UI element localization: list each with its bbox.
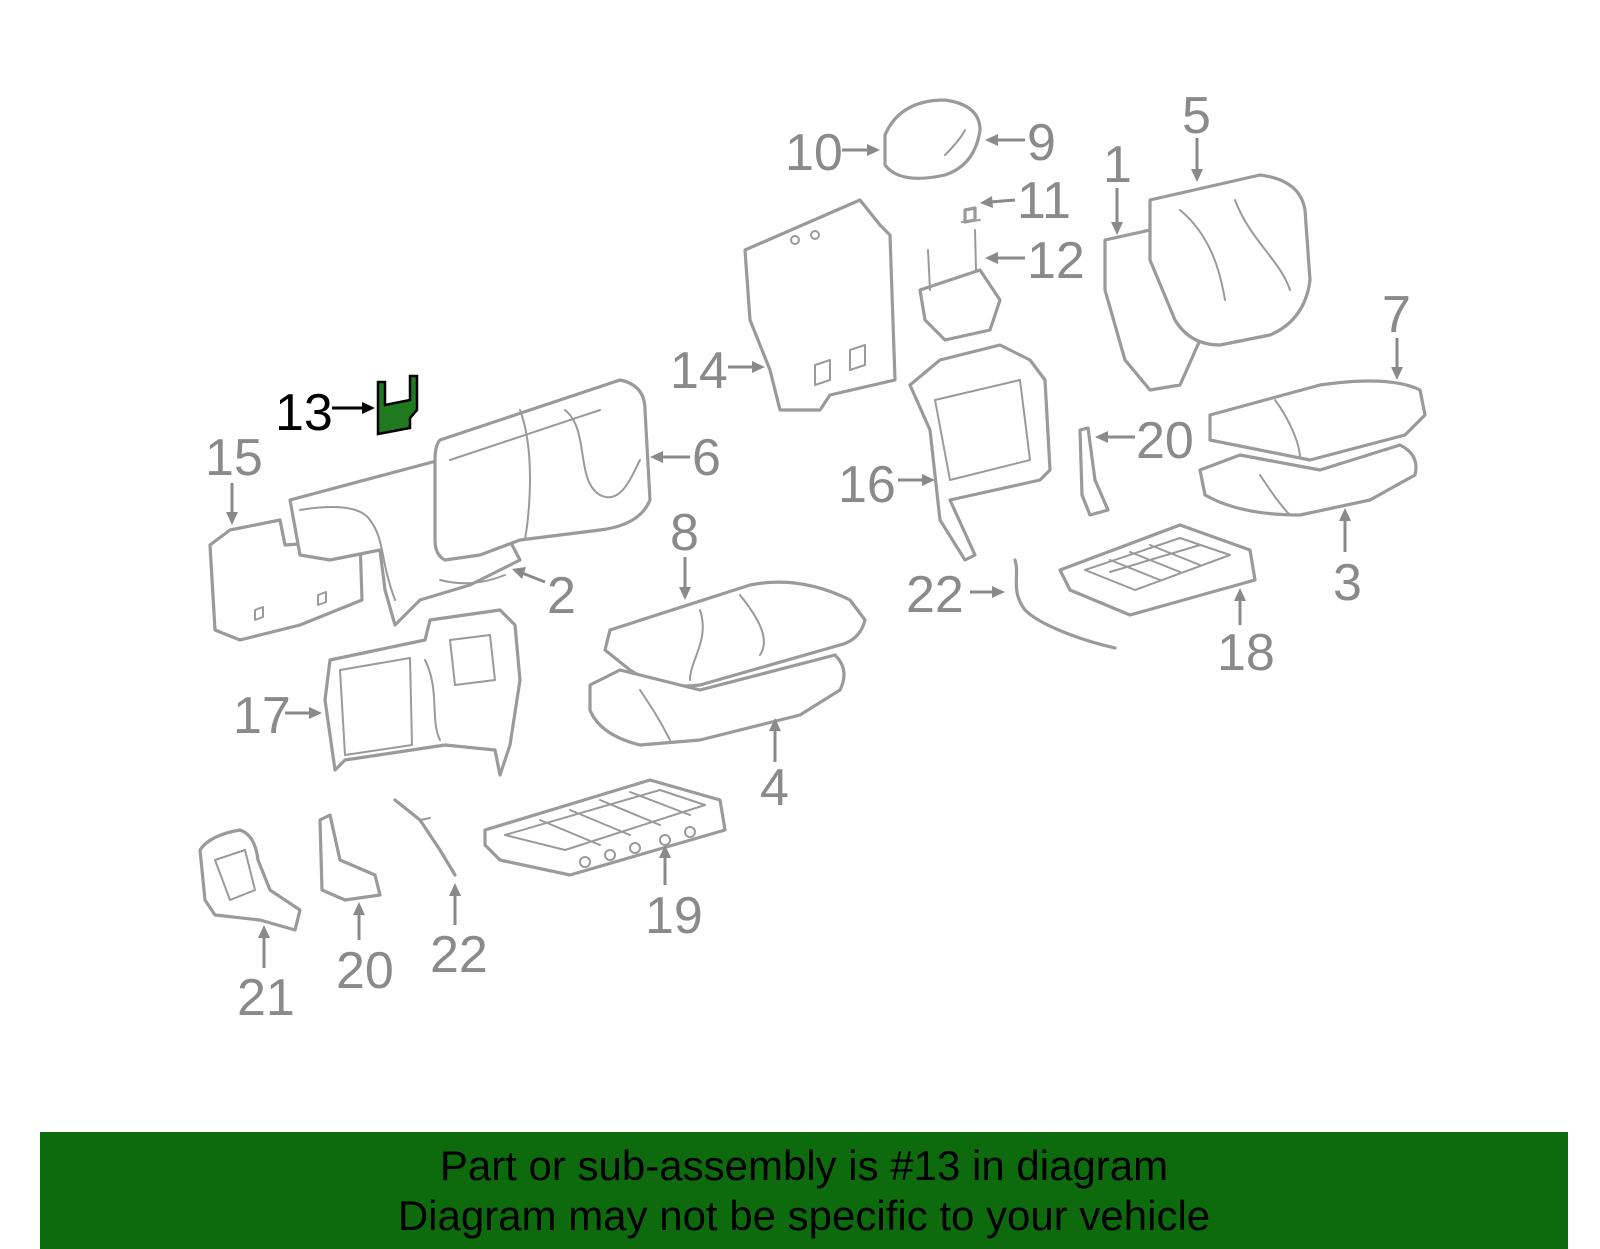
- part-17-back-frame: [323, 608, 522, 777]
- part-12-guide: [918, 229, 1002, 342]
- part-14-back-board: [743, 198, 897, 412]
- part-19-seat-frame: [483, 778, 727, 877]
- callout-arrows: [226, 134, 1403, 968]
- callout-18: 18: [1217, 624, 1275, 682]
- part-13-bracket-highlighted[interactable]: [376, 374, 419, 436]
- callout-labels: 13 15 6 2 17 8 4 19 21 20 22 14 10 9 11 …: [205, 87, 1411, 1027]
- callout-22-right: 22: [906, 566, 964, 624]
- part-5-back-cover: [1148, 173, 1312, 347]
- callout-8: 8: [670, 504, 699, 562]
- callout-10: 10: [785, 124, 843, 182]
- callout-9: 9: [1027, 114, 1056, 172]
- part-11-pin: [961, 206, 981, 224]
- part-22-cable-right: [1013, 558, 1117, 650]
- part-4-seat-cushion: [588, 653, 846, 747]
- callout-13[interactable]: 13: [275, 384, 333, 442]
- callout-3: 3: [1333, 554, 1362, 612]
- part-16-back-frame: [908, 343, 1052, 562]
- callout-17: 17: [233, 687, 291, 745]
- callout-4: 4: [760, 759, 789, 817]
- part-22-cable-left: [393, 798, 457, 877]
- part-20-lever-right: [1078, 426, 1110, 517]
- part-7-seat-cover: [1208, 379, 1427, 462]
- callout-12: 12: [1027, 232, 1085, 290]
- callout-21: 21: [237, 969, 295, 1027]
- callout-7: 7: [1382, 286, 1411, 344]
- part-20-lever-left: [318, 813, 382, 902]
- callout-16: 16: [838, 456, 896, 514]
- part-21-side-shield: [198, 828, 302, 932]
- callout-11: 11: [1017, 172, 1071, 230]
- callout-19: 19: [645, 887, 703, 945]
- callout-20-right: 20: [1136, 412, 1194, 470]
- part-18-seat-frame: [1058, 523, 1257, 617]
- callout-22-left: 22: [430, 926, 488, 984]
- banner-line-2: Diagram may not be specific to your vehi…: [397, 1191, 1211, 1239]
- callout-5: 5: [1182, 87, 1211, 145]
- banner-line-1: Part or sub-assembly is #13 in diagram: [439, 1141, 1169, 1189]
- callout-2: 2: [547, 567, 576, 625]
- part-3-seat-cushion: [1198, 443, 1418, 517]
- callout-14: 14: [670, 342, 728, 400]
- callout-15: 15: [205, 429, 263, 487]
- callout-20-left: 20: [336, 942, 394, 1000]
- part-6-back-cover: [433, 378, 652, 562]
- part-10-headrest: [883, 98, 982, 180]
- callout-6: 6: [692, 429, 721, 487]
- info-banner: Part or sub-assembly is #13 in diagram D…: [40, 1132, 1568, 1249]
- callout-1: 1: [1103, 136, 1132, 194]
